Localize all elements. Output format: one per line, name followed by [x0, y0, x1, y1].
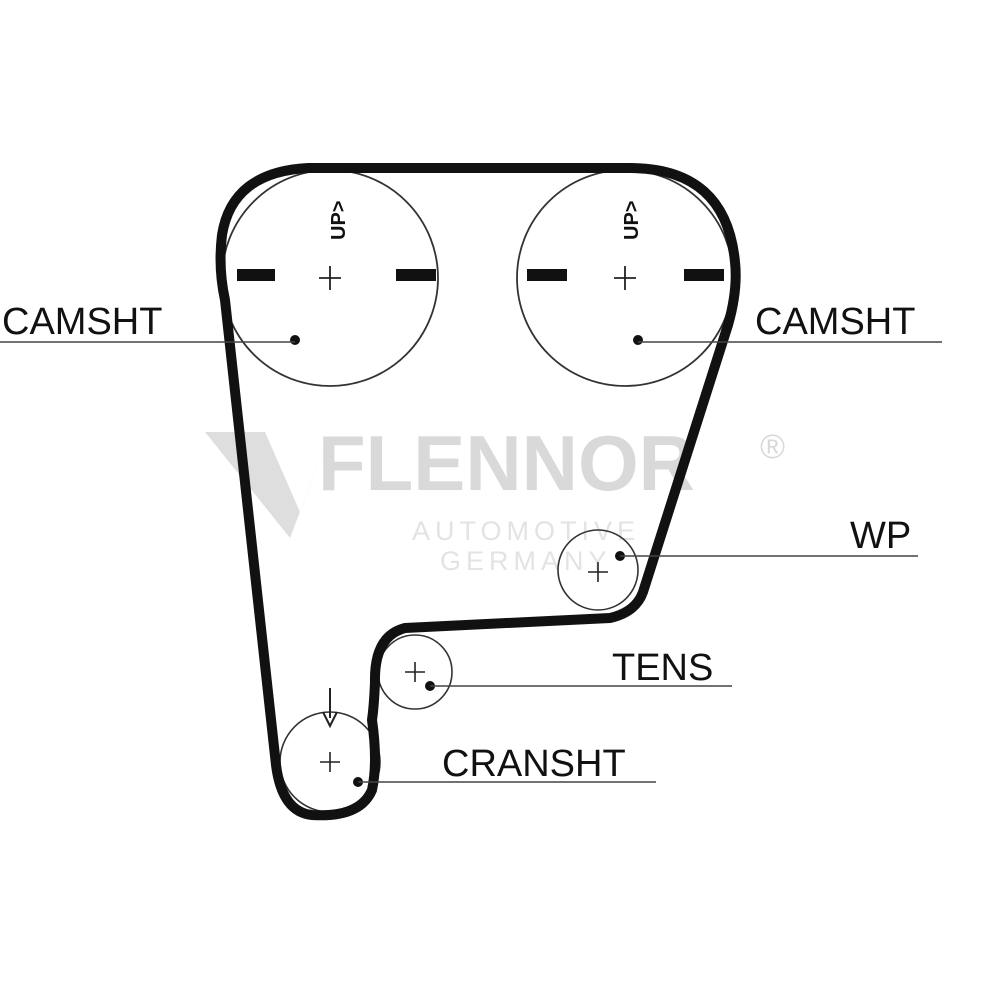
label-camshaft-right: CAMSHT — [755, 301, 915, 343]
label-crankshaft: CRANSHT — [442, 743, 626, 785]
pulley-camshaft-left: UP> — [221, 169, 439, 387]
label-tensioner: TENS — [612, 647, 713, 689]
watermark-line1: AUTOMOTIVE — [412, 516, 640, 546]
label-water-pump: WP — [850, 515, 911, 557]
timing-mark-left: UP> — [328, 201, 350, 240]
leader-lines — [0, 341, 942, 783]
flennor-watermark: FLENNOR ® AUTOMOTIVE GERMANY — [205, 419, 785, 576]
watermark-line2: GERMANY — [440, 546, 612, 576]
timing-belt — [215, 163, 741, 821]
pulley-camshaft-right: UP> — [516, 169, 734, 387]
timing-mark-right: UP> — [621, 201, 643, 240]
watermark-registered: ® — [760, 428, 785, 466]
label-camshaft-left: CAMSHT — [2, 301, 162, 343]
watermark-brand: FLENNOR — [318, 419, 695, 507]
watermark-logo-icon — [205, 432, 330, 538]
pulley-tensioner — [377, 634, 453, 710]
